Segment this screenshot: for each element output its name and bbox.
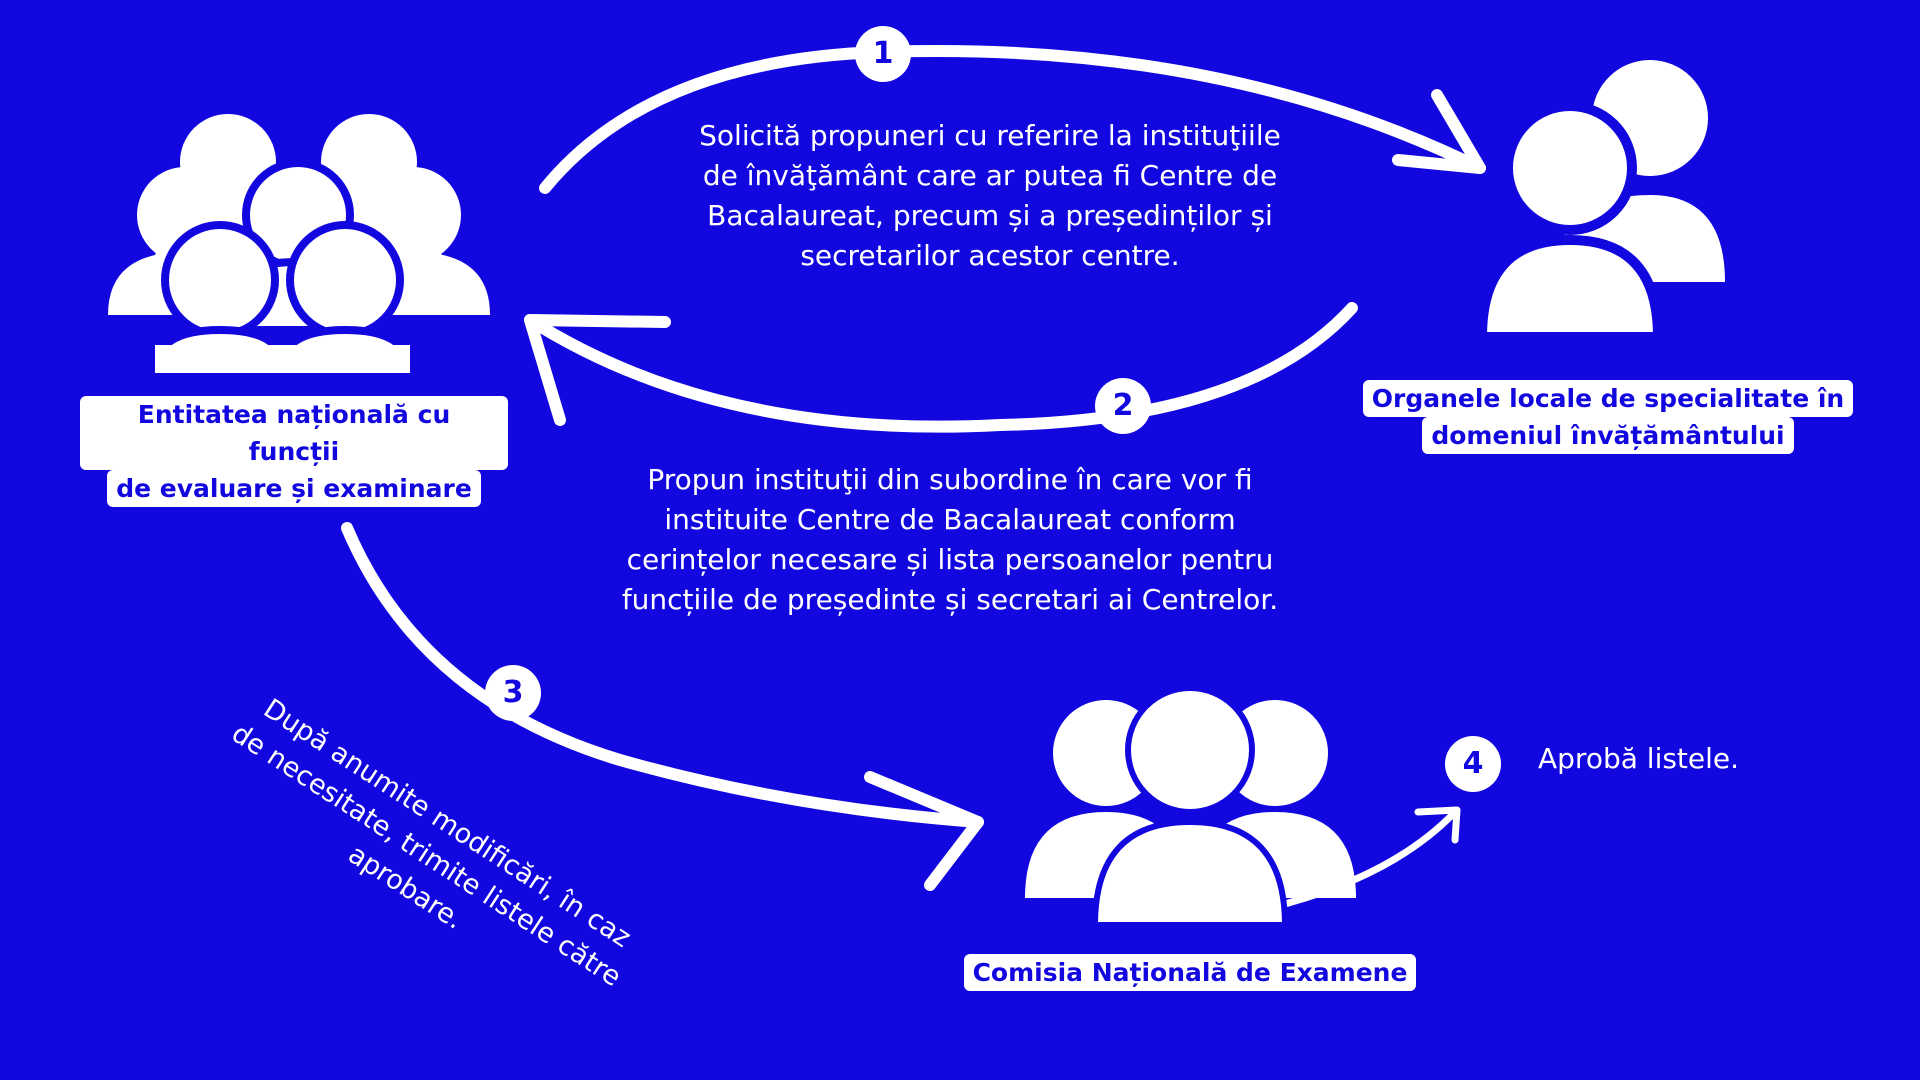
step-1-line: secretarilor acestor centre. (800, 239, 1180, 272)
local-organs-label-line2: domeniul învățământului (1422, 417, 1794, 454)
step-1-badge: 1 (855, 26, 911, 82)
commission-label-line1: Comisia Națională de Examene (963, 954, 1417, 991)
step-1-line: Bacalaureat, precum și a președinților ș… (707, 199, 1273, 232)
step-3-badge: 3 (485, 665, 541, 721)
local-organs-label: Organele locale de specialitate în domen… (1343, 380, 1873, 454)
step-2-line: funcțiile de președinte și secretari ai … (621, 583, 1279, 616)
arrow-step-3 (341, 522, 984, 891)
step-2-line: instituite Centre de Bacalaureat conform (664, 503, 1236, 536)
step-2-line: Propun instituţii din subordine în care … (647, 463, 1253, 496)
entity-label-line2: de evaluare și examinare (107, 470, 481, 507)
step-1-description: Solicită propuneri cu referire la instit… (640, 116, 1340, 276)
group-of-three-people-icon (1025, 685, 1356, 928)
step-2-line: cerințelor necesare și lista persoanelor… (626, 543, 1274, 576)
entity-label-line1: Entitatea națională cu funcții (80, 396, 508, 470)
entity-label: Entitatea națională cu funcții de evalua… (80, 396, 508, 507)
group-of-people-icon (108, 114, 490, 376)
step-1-line: Solicită propuneri cu referire la instit… (699, 119, 1281, 152)
arrow-step-2 (524, 302, 1358, 433)
step-2-badge: 2 (1095, 378, 1151, 434)
step-4-description: Aprobă listele. (1538, 742, 1740, 775)
arrow-step-1 (539, 44, 1486, 194)
step-2-description: Propun instituţii din subordine în care … (590, 460, 1310, 620)
commission-label: Comisia Națională de Examene (940, 954, 1440, 991)
step-4-badge: 4 (1445, 736, 1501, 792)
pair-of-people-icon (1476, 60, 1725, 342)
step-1-line: de învăţământ care ar putea fi Centre de (702, 159, 1278, 192)
local-organs-label-line1: Organele locale de specialitate în (1362, 380, 1854, 417)
